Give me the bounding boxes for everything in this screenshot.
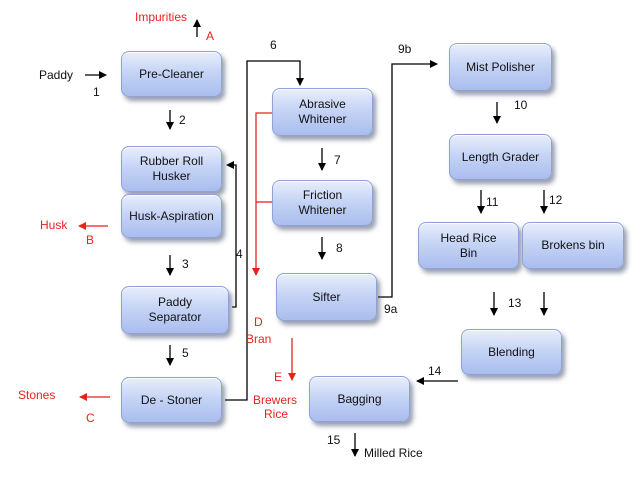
- mist-polisher-box: Mist Polisher: [449, 43, 552, 91]
- step-12-label: 12: [549, 193, 563, 207]
- abrasive-whitener-label-line-1: Abrasive: [299, 97, 346, 111]
- rubber-roll-husker-label-line-1: Rubber Roll: [139, 154, 204, 168]
- output-e-label: E: [274, 370, 283, 384]
- step-8-label: 8: [336, 241, 343, 255]
- blending-box: Blending: [461, 329, 562, 375]
- output-b-label: B: [86, 233, 95, 247]
- step-3-label: 3: [182, 257, 189, 271]
- length-grader-label: Length Grader: [461, 149, 540, 164]
- sifter-box: Sifter: [276, 273, 377, 321]
- step-6-label: 6: [270, 38, 277, 52]
- husk-label: Husk: [40, 218, 68, 232]
- friction-whitener-label-line-1: Friction: [302, 188, 343, 202]
- abrasive-whitener-label-line-2: Whitener: [298, 112, 347, 126]
- step-15-label: 15: [327, 433, 341, 447]
- head-rice-bin-box: Head Rice Bin: [418, 222, 519, 269]
- arrow-step-6: [225, 60, 304, 401]
- step-2-label: 2: [179, 113, 186, 127]
- rubber-roll-husker-label-line-2: Husker: [152, 169, 191, 183]
- de-stoner-label: De - Stoner: [140, 392, 203, 407]
- arrow-step-4-return: [226, 161, 237, 308]
- bagging-label: Bagging: [337, 391, 382, 406]
- output-d-label: D: [254, 315, 263, 329]
- output-a-label: A: [206, 29, 215, 43]
- output-c-label: C: [86, 411, 95, 425]
- milled-rice-label: Milled Rice: [364, 446, 423, 460]
- bran-label: Bran: [246, 332, 272, 346]
- mist-polisher-label: Mist Polisher: [466, 59, 535, 74]
- sifter-label: Sifter: [312, 289, 341, 304]
- bagging-box: Bagging: [309, 376, 410, 422]
- step-13-label: 13: [508, 296, 522, 310]
- step-10-label: 10: [514, 98, 528, 112]
- step-11-label: 11: [486, 195, 499, 209]
- rubber-roll-husker-box: Rubber Roll Husker: [121, 146, 222, 192]
- rice-label: Rice: [264, 407, 289, 421]
- husk-aspiration-box: Husk-Aspiration: [121, 194, 222, 238]
- blending-label: Blending: [488, 344, 535, 359]
- arrow-step-9: [378, 60, 438, 298]
- impurities-label: Impurities: [135, 10, 188, 24]
- step-1-label: 1: [93, 85, 100, 99]
- step-7-label: 7: [334, 153, 341, 167]
- de-stoner-box: De - Stoner: [121, 377, 222, 423]
- brokens-bin-box: Brokens bin: [522, 222, 624, 269]
- brewers-label: Brewers: [253, 393, 298, 407]
- step-4-label: 4: [236, 247, 243, 261]
- paddy-separator-label-line-2: Separator: [148, 310, 202, 324]
- friction-whitener-label-line-2: Whitener: [298, 203, 347, 217]
- friction-whitener-box: Friction Whitener: [272, 180, 373, 226]
- step-9a-label: 9a: [384, 302, 398, 316]
- husk-aspiration-label: Husk-Aspiration: [129, 208, 214, 223]
- step-14-label: 14: [428, 364, 442, 378]
- paddy-input-label: Paddy: [39, 68, 74, 82]
- step-9b-label: 9b: [398, 42, 412, 56]
- abrasive-whitener-box: Abrasive Whitener: [272, 88, 373, 136]
- length-grader-box: Length Grader: [449, 134, 552, 180]
- pre-cleaner-box: Pre-Cleaner: [121, 51, 222, 97]
- head-rice-bin-label-line-2: Bin: [459, 245, 478, 260]
- stones-label: Stones: [18, 388, 56, 402]
- pre-cleaner-label: Pre-Cleaner: [139, 66, 204, 81]
- head-rice-bin-label-line-1: Head Rice: [440, 230, 497, 245]
- paddy-separator-box: Paddy Separator: [121, 286, 229, 334]
- arrow-bran: [252, 112, 272, 276]
- brokens-bin-label: Brokens bin: [541, 238, 605, 252]
- paddy-separator-label-line-1: Paddy: [157, 295, 193, 309]
- step-5-label: 5: [182, 346, 189, 360]
